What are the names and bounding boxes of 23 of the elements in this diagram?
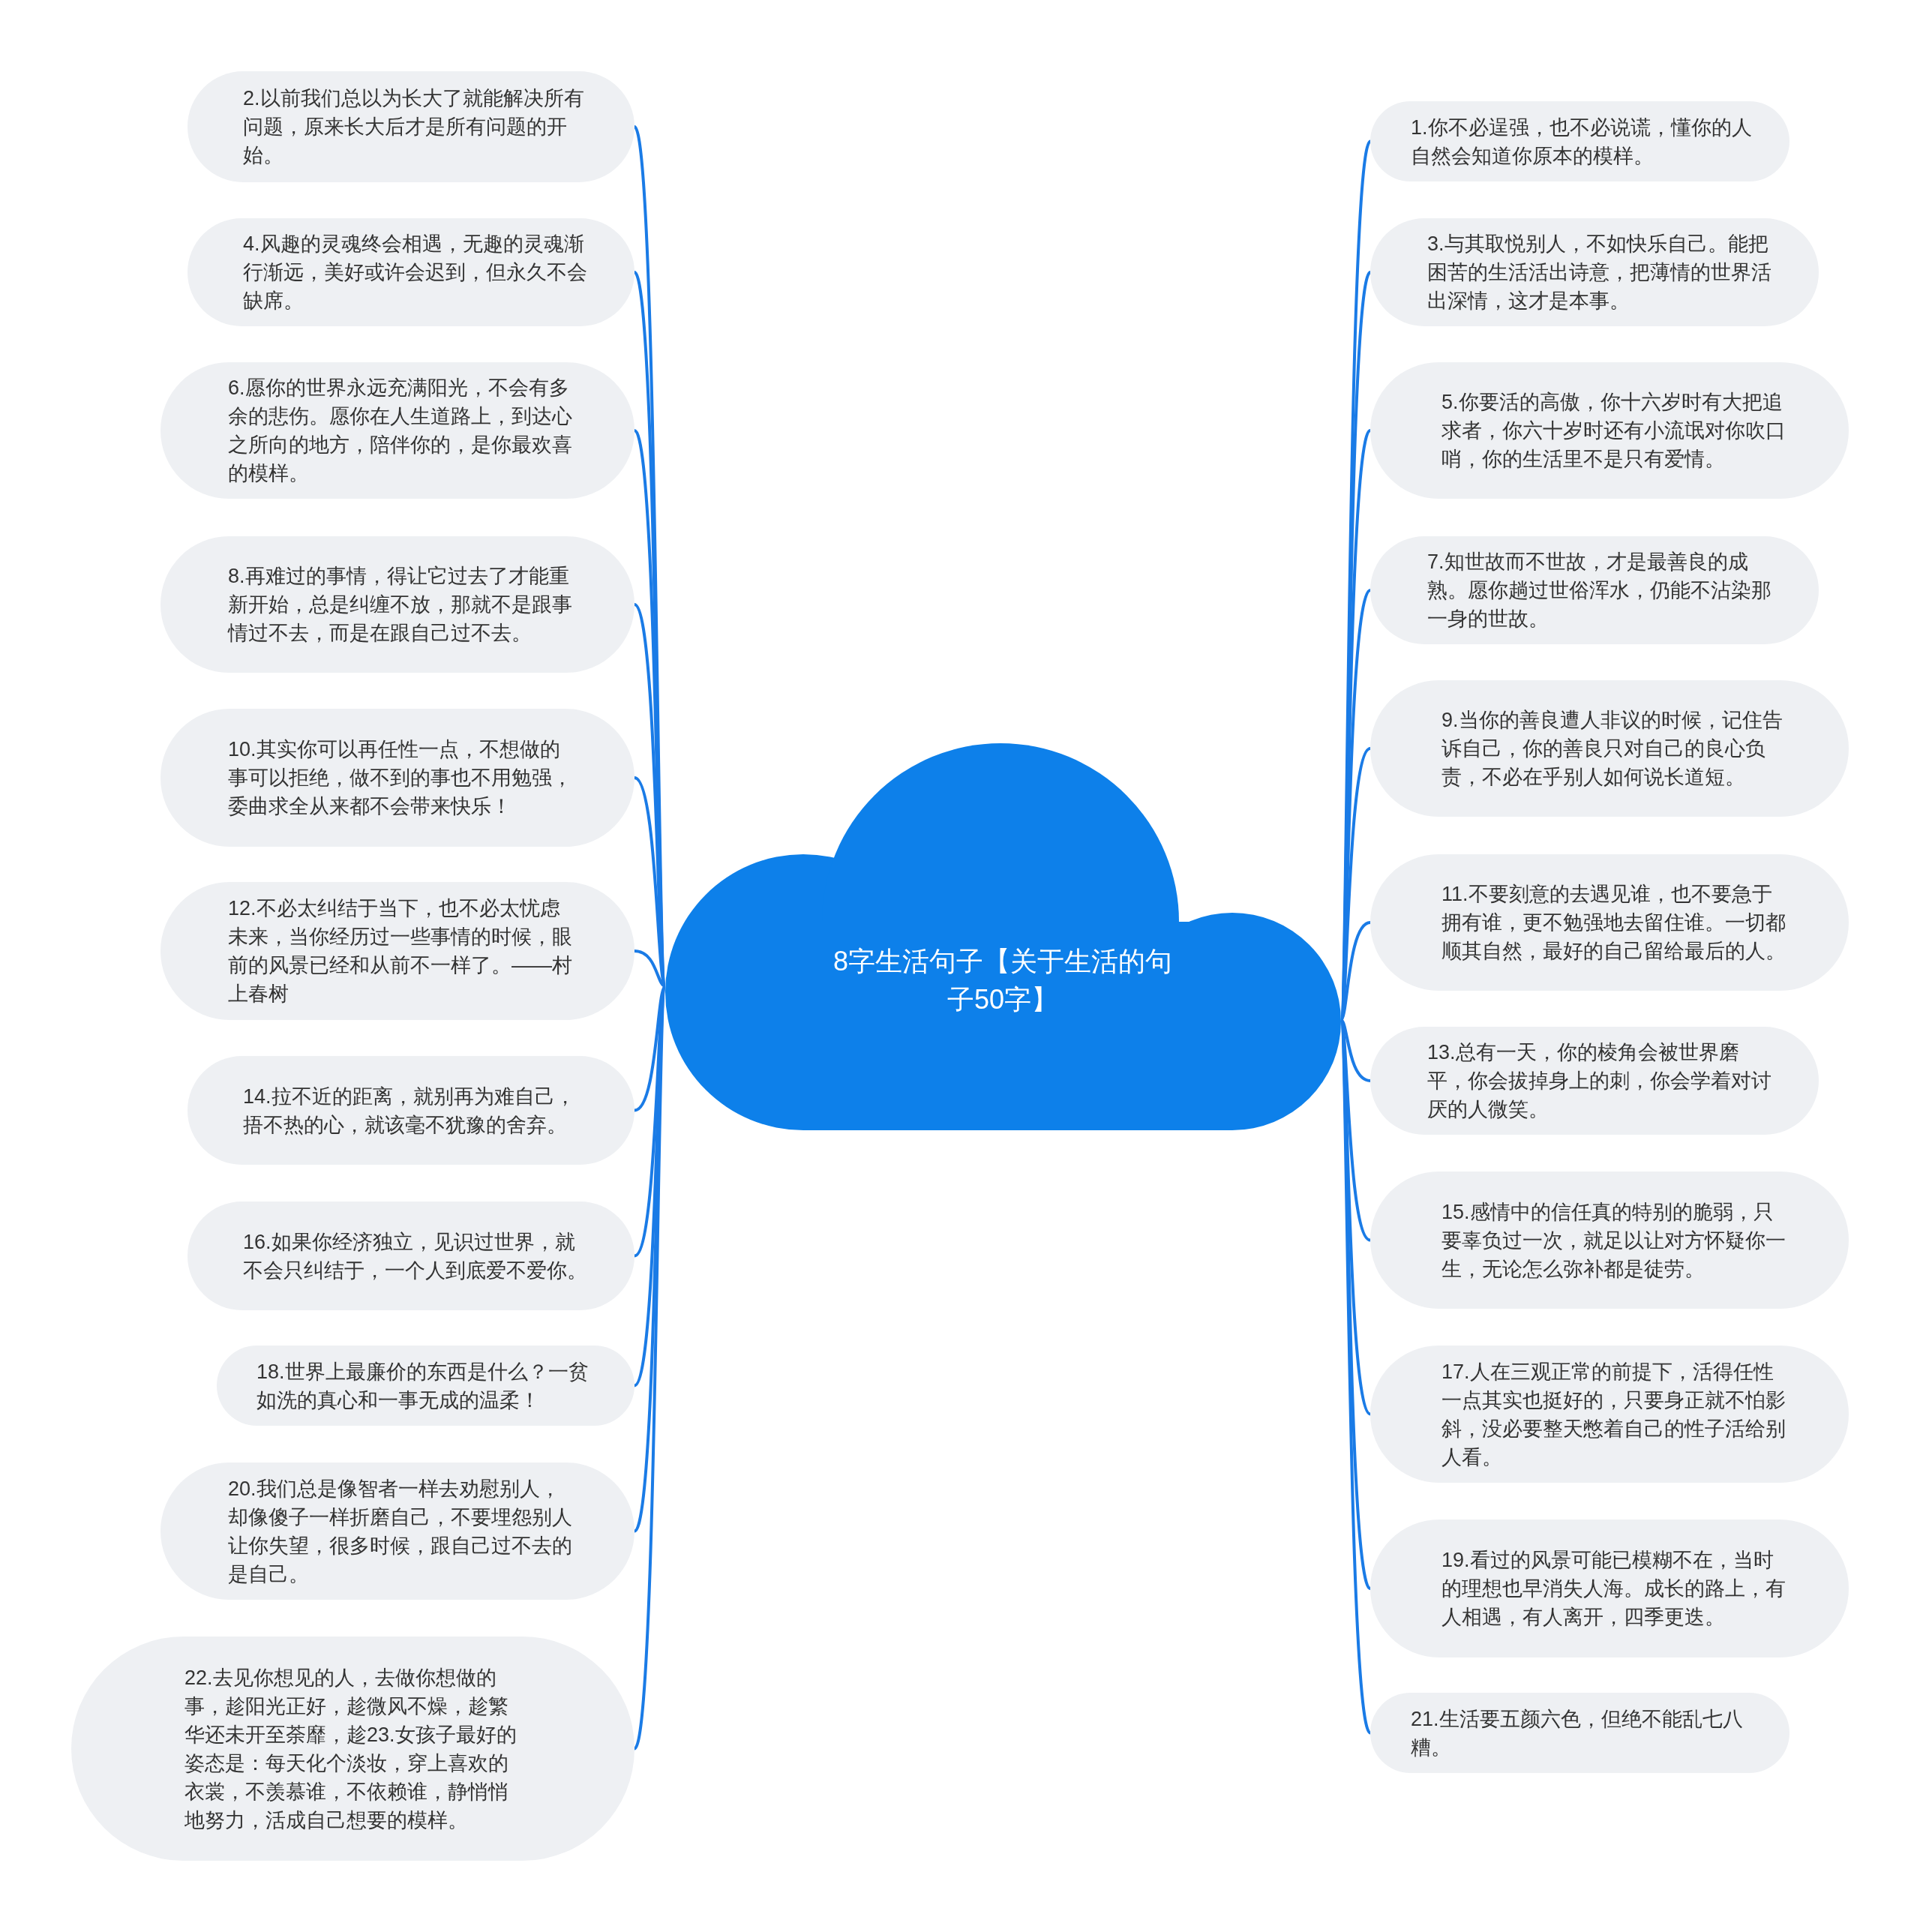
sentence-pill: 8.再难过的事情，得让它过去了才能重新开始，总是纠缠不放，那就不是跟事情过不去，而是在跟自己过不去。 bbox=[160, 536, 634, 673]
sentence-pill: 3.与其取悦别人，不如快乐自己。能把困苦的生活活出诗意，把薄情的世界活出深情，这才是本事。 bbox=[1370, 218, 1819, 326]
sentence-pill: 18.世界上最廉价的东西是什么？一贫如洗的真心和一事无成的温柔！ bbox=[217, 1346, 634, 1426]
sentence-pill: 16.如果你经济独立，见识过世界，就不会只纠结于，一个人到底爱不爱你。 bbox=[188, 1202, 634, 1310]
sentence-pill: 20.我们总是像智者一样去劝慰别人，却像傻子一样折磨自己，不要埋怨别人让你失望，很多时候，跟自己过不去的是自己。 bbox=[160, 1462, 634, 1600]
sentence-pill: 21.生活要五颜六色，但绝不能乱七八糟。 bbox=[1370, 1693, 1790, 1773]
sentence-pill: 19.看过的风景可能已模糊不在，当时的理想也早消失人海。成长的路上，有人相遇，有人离开，四季更迭。 bbox=[1370, 1520, 1849, 1658]
sentence-pill: 4.风趣的灵魂终会相遇，无趣的灵魂渐行渐远，美好或许会迟到，但永久不会缺席。 bbox=[188, 218, 634, 326]
title-text: 8字生活句子【关于生活的句子50字】 bbox=[832, 945, 1173, 1016]
sentence-pill: 22.去见你想见的人，去做你想做的事，趁阳光正好，趁微风不燥，趁繁华还未开至荼靡，趁23.女孩子最好的姿态是：每天化个淡妆，穿上喜欢的衣裳，不羡慕谁，不依赖谁，静悄悄地努力，活成自己想要的模样。 bbox=[71, 1636, 634, 1861]
sentence-pill: 7.知世故而不世故，才是最善良的成熟。愿你趟过世俗浑水，仍能不沾染那一身的世故。 bbox=[1370, 536, 1819, 644]
sentence-pill: 11.不要刻意的去遇见谁，也不要急于拥有谁，更不勉强地去留住谁。一切都顺其自然，最好的自己留给最后的人。 bbox=[1370, 854, 1849, 991]
sentence-pill: 5.你要活的高傲，你十六岁时有大把追求者，你六十岁时还有小流氓对你吹口哨，你的生活里不是只有爱情。 bbox=[1370, 362, 1849, 499]
sentence-pill: 2.以前我们总以为长大了就能解决所有问题，原来长大后才是所有问题的开始。 bbox=[188, 71, 634, 182]
sentence-pill: 13.总有一天，你的棱角会被世界磨平，你会拔掉身上的刺，你会学着对讨厌的人微笑。 bbox=[1370, 1027, 1819, 1135]
sentence-pill: 1.你不必逞强，也不必说谎，懂你的人自然会知道你原本的模样。 bbox=[1370, 101, 1790, 182]
sentence-pill: 10.其实你可以再任性一点，不想做的事可以拒绝，做不到的事也不用勉强，委曲求全从来都不会带来快乐！ bbox=[160, 709, 634, 847]
sentence-pill: 12.不必太纠结于当下，也不必太忧虑未来，当你经历过一些事情的时候，眼前的风景已经和从前不一样了。——村上春树 bbox=[160, 882, 634, 1020]
sentence-pill: 15.感情中的信任真的特别的脆弱，只要辜负过一次，就足以让对方怀疑你一生，无论怎么弥补都是徒劳。 bbox=[1370, 1172, 1849, 1309]
sentence-pill: 14.拉不近的距离，就别再为难自己，捂不热的心，就该毫不犹豫的舍弃。 bbox=[188, 1056, 634, 1165]
sentence-pill: 6.愿你的世界永远充满阳光，不会有多余的悲伤。愿你在人生道路上，到达心之所向的地方，陪伴你的，是你最欢喜的模样。 bbox=[160, 362, 634, 499]
sentence-pill: 17.人在三观正常的前提下，活得任性一点其实也挺好的，只要身正就不怕影斜，没必要整天憋着自己的性子活给别人看。 bbox=[1370, 1346, 1849, 1483]
sentence-pill: 9.当你的善良遭人非议的时候，记住告诉自己，你的善良只对自己的良心负责，不必在乎别人如何说长道短。 bbox=[1370, 680, 1849, 817]
